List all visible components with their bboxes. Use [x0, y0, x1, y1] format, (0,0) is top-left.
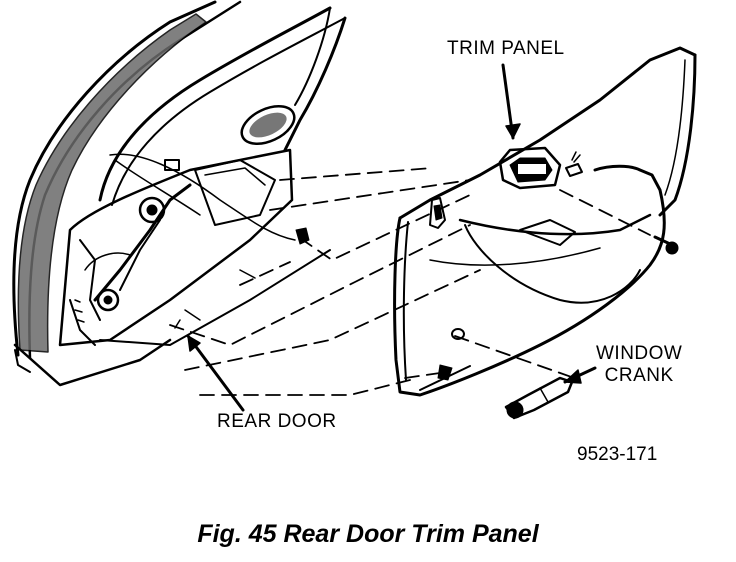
callout-arrows — [186, 63, 597, 412]
figure-number: 9523-171 — [577, 444, 658, 465]
window-crank-label-line1: WINDOW — [596, 343, 683, 364]
window-crank-label-line2: CRANK — [604, 365, 674, 386]
rear-door-label: REAR DOOR — [217, 411, 337, 432]
trim-panel-label: TRIM PANEL — [447, 38, 565, 59]
figure-caption: Fig. 45 Rear Door Trim Panel — [197, 520, 539, 548]
rear-door-drawing — [12, 0, 347, 387]
window-crank-drawing — [504, 376, 574, 420]
alignment-lines — [169, 167, 651, 396]
trim-panel-drawing — [393, 46, 697, 397]
window-crank-label: WINDOW CRANK — [596, 343, 682, 387]
